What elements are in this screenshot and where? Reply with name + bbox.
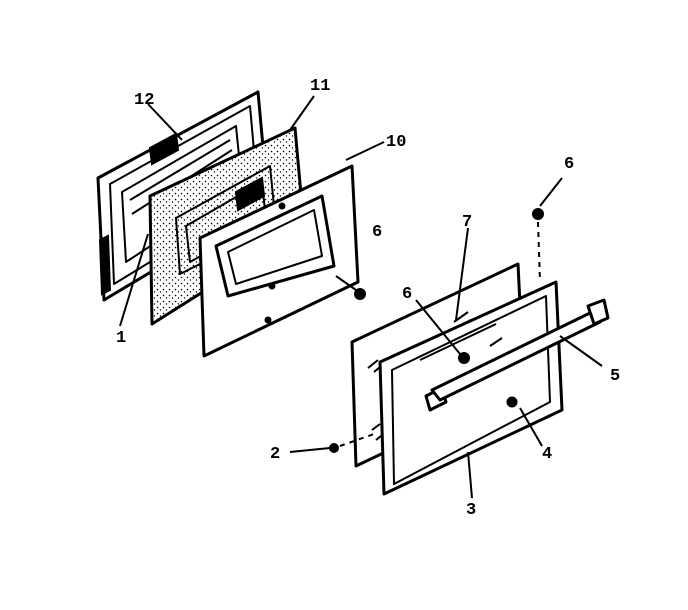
callout-12: 12 [134,91,154,110]
door-handle-part-5 [430,298,610,402]
leader-lines [119,95,603,499]
callout-6-center: 6 [402,285,412,304]
callout-5: 5 [610,367,620,386]
door-frame-part-3 [378,280,564,496]
screw-part-6-left [335,275,366,300]
callout-4: 4 [542,445,552,464]
callout-11: 11 [310,77,330,96]
inner-door-panel-part-10 [198,164,360,358]
callout-10: 10 [386,133,406,152]
callout-6-top: 6 [564,155,574,174]
callout-7: 7 [462,213,472,232]
callout-2: 2 [270,445,280,464]
callout-6-left: 6 [372,223,382,242]
callout-3: 3 [466,501,476,520]
screw-part-6-top [532,208,544,283]
screw-part-6-center [458,352,470,364]
callout-1: 1 [116,329,126,348]
